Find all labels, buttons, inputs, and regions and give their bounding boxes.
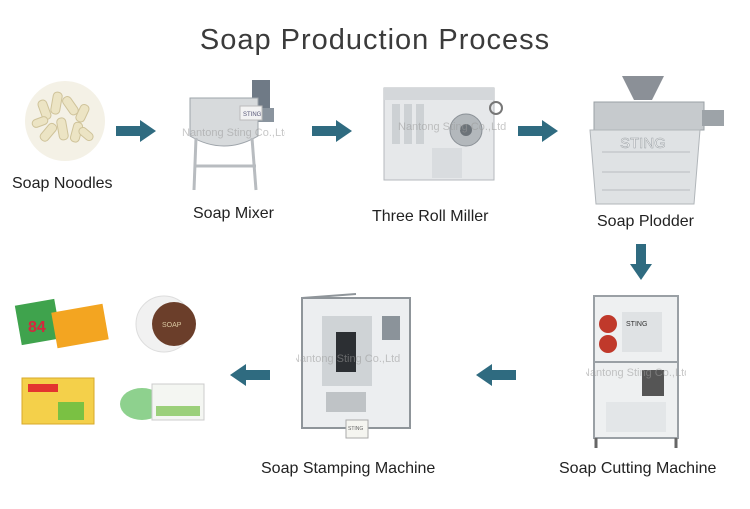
svg-text:Nantong Sting Co.,Ltd: Nantong Sting Co.,Ltd (586, 367, 686, 379)
arrow-right-icon (312, 120, 352, 142)
soap-plodder-image: STING (589, 76, 724, 205)
step-label-soap-noodles: Soap Noodles (12, 175, 113, 192)
step-label-soap-mixer: Soap Mixer (193, 205, 274, 222)
soap-cutting-machine-image: STING Nantong Sting Co.,Ltd (586, 295, 686, 448)
soap-mixer-image: STING Nantong Sting Co.,Ltd (182, 80, 285, 191)
plodder-brand-text: STING (620, 135, 666, 152)
step-label-three-roll-miller: Three Roll Miller (372, 208, 489, 225)
arrow-right-icon (518, 120, 558, 142)
round-soap-text: SOAP (162, 322, 182, 329)
svg-text:Nantong Sting Co.,Ltd: Nantong Sting Co.,Ltd (398, 121, 506, 133)
soap-stamping-machine-image: STING Nantong Sting Co.,Ltd (296, 293, 411, 439)
finished-soaps-image: 84 SOAP (14, 295, 205, 425)
svg-text:STING: STING (626, 321, 647, 328)
svg-text:Nantong Sting Co.,Ltd: Nantong Sting Co.,Ltd (296, 353, 400, 365)
arrow-left-icon (476, 364, 516, 386)
three-roll-miller-image: Nantong Sting Co.,Ltd (383, 87, 506, 181)
diagram-title: Soap Production Process (199, 24, 551, 56)
soap-noodles-image (25, 81, 105, 161)
step-label-soap-stamping-machine: Soap Stamping Machine (261, 460, 436, 477)
arrow-right-icon (116, 120, 156, 142)
step-label-soap-cutting-machine: Soap Cutting Machine (559, 460, 717, 477)
arrow-down-icon (630, 244, 652, 280)
svg-text:Nantong Sting Co.,Ltd: Nantong Sting Co.,Ltd (182, 127, 285, 139)
soap-bar-number: 84 (28, 319, 46, 336)
arrow-left-icon (230, 364, 270, 386)
svg-text:STING: STING (348, 426, 363, 432)
svg-text:STING: STING (243, 112, 262, 118)
step-label-soap-plodder: Soap Plodder (597, 213, 694, 230)
